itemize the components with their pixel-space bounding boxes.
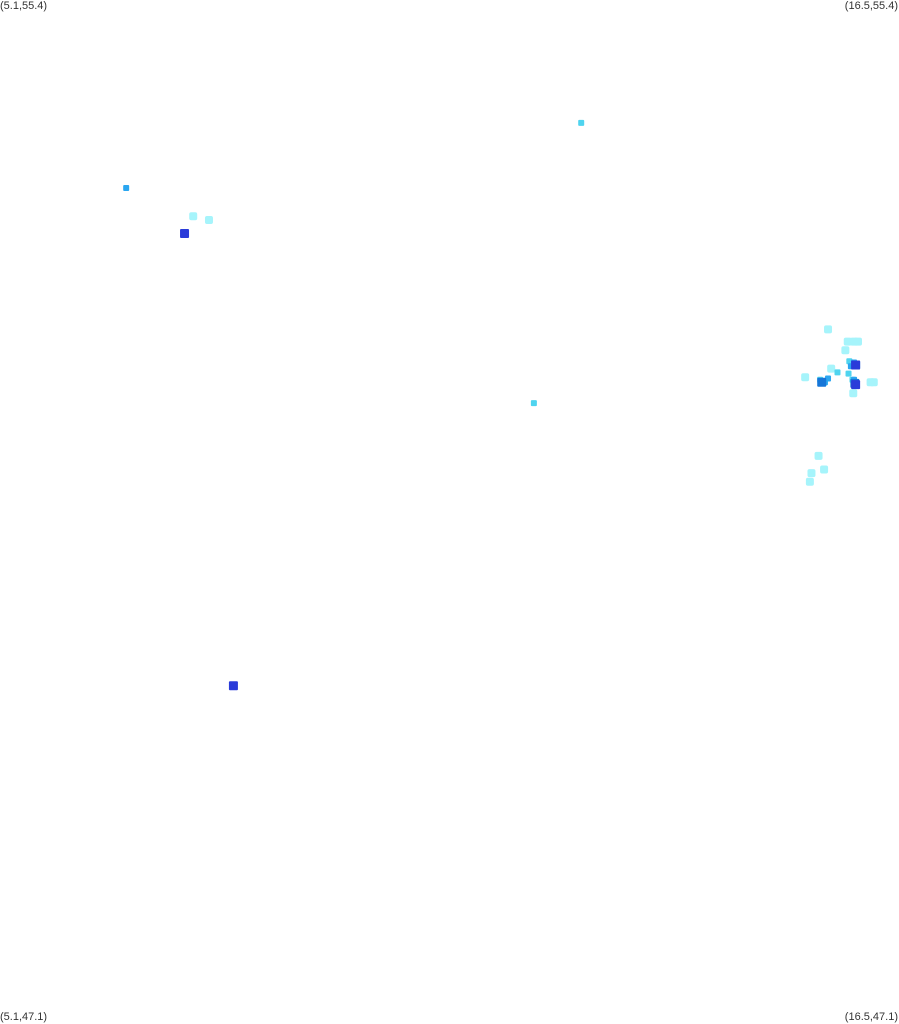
map-point xyxy=(869,378,878,387)
map-point xyxy=(204,215,213,224)
points-layer xyxy=(123,119,878,691)
map-point xyxy=(817,377,827,387)
map-point xyxy=(814,451,823,460)
map-point xyxy=(820,465,829,474)
map-point xyxy=(825,375,832,382)
map-point xyxy=(843,337,852,346)
map-point xyxy=(845,370,852,377)
map-point xyxy=(851,360,861,370)
corner-label-bottom-left: (5.1,47.1) xyxy=(0,1011,48,1023)
map-point xyxy=(228,681,238,691)
map-point xyxy=(824,325,833,334)
map-point xyxy=(849,389,858,398)
map-point xyxy=(827,364,836,373)
map-point xyxy=(851,380,861,390)
map-point xyxy=(189,212,198,221)
map-point xyxy=(805,477,814,486)
map-point xyxy=(123,185,130,192)
corner-label-top-right: (16.5,55.4) xyxy=(844,0,898,12)
map-point xyxy=(801,373,810,382)
map-point xyxy=(578,119,585,126)
map-point xyxy=(841,346,850,355)
map-point xyxy=(846,358,853,365)
map-point xyxy=(834,369,841,376)
corner-label-top-left: (5.1,55.4) xyxy=(0,0,48,12)
map-point xyxy=(530,400,537,407)
corner-label-bottom-right: (16.5,47.1) xyxy=(844,1011,898,1023)
map-point xyxy=(180,228,190,238)
map-point xyxy=(807,469,816,478)
map-point xyxy=(853,337,862,346)
